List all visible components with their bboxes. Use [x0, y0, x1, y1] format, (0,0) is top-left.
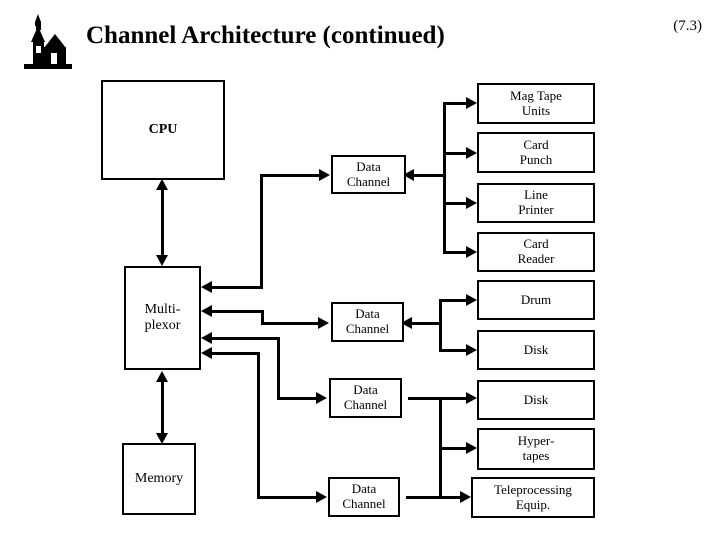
edge-dc2-mux-v — [261, 310, 264, 324]
edge-dc3-in-arrow — [316, 392, 327, 404]
node-teleprocessing-equip[interactable]: Teleprocessing Equip. — [471, 477, 595, 518]
edge-mux-memory-line — [161, 378, 164, 438]
edge-drum-h — [439, 299, 469, 302]
node-hypertapes[interactable]: Hyper- tapes — [477, 428, 595, 470]
node-card-punch-label-line1: Card — [523, 136, 549, 152]
node-line-printer-label-line2: Printer — [518, 202, 554, 217]
node-mag-tape-units-label-line1: Mag Tape — [510, 87, 562, 103]
edge-dc1-magtape-h — [443, 102, 469, 105]
edge-mux-dc1-h1 — [212, 286, 263, 289]
node-disk-1-label: Disk — [523, 341, 549, 357]
page-title: Channel Architecture (continued) — [86, 22, 445, 49]
node-disk-1[interactable]: Disk — [477, 330, 595, 370]
edge-mux-dc4-h2 — [257, 496, 317, 499]
edge-cpu-mux-line — [161, 186, 164, 260]
edge-hyper-in-arrow — [466, 442, 477, 454]
edge-punch-in-arrow — [466, 147, 477, 159]
node-hypertapes-label-line1: Hyper- — [517, 433, 555, 449]
node-disk-2[interactable]: Disk — [477, 380, 595, 420]
edge-mux-dc3-arrow — [201, 332, 212, 344]
edge-mux-dc4-arrow — [201, 347, 212, 359]
edge-mux-dc1-v — [260, 175, 263, 288]
node-card-punch-label-line2: Punch — [519, 151, 553, 167]
node-teleprocessing-equip-label-line2: Equip. — [515, 496, 551, 512]
edge-mux-dc3-h1 — [212, 337, 280, 340]
edge-dc4-bus-h — [406, 496, 442, 499]
edge-tele-in-arrow — [460, 491, 471, 503]
edge-dc2-mux-h1 — [212, 310, 264, 313]
node-card-reader-label-line1: Card — [523, 236, 549, 252]
node-data-channel-4[interactable]: Data Channel — [328, 477, 400, 517]
node-multiplexor[interactable]: Multi- plexor — [124, 266, 201, 370]
edge-cpu-mux-arrow-down — [156, 255, 168, 266]
node-drum[interactable]: Drum — [477, 280, 595, 320]
edge-disk2-in-arrow — [466, 392, 477, 404]
node-data-channel-4-label-line1: Data — [351, 481, 377, 497]
church-silhouette-icon — [14, 12, 76, 70]
edge-dc2-bus-arrow — [401, 317, 412, 329]
edge-hyper-h — [439, 447, 469, 450]
edge-mux-dc3-v — [277, 337, 280, 399]
edge-dc3-bus-h — [408, 397, 442, 400]
edge-dc2-mux-arrow — [201, 305, 212, 317]
edge-mux-dc1-h2 — [260, 174, 320, 177]
node-card-reader-label-line2: Reader — [517, 251, 555, 266]
node-teleprocessing-equip-label-line1: Teleprocessing — [494, 481, 572, 497]
edge-dc2-bus-v — [439, 299, 442, 351]
node-data-channel-4-label-line2: Channel — [342, 496, 386, 511]
slide-number: (7.3) — [673, 18, 702, 34]
node-data-channel-2-label-line2: Channel — [345, 321, 390, 336]
node-cpu-label: CPU — [148, 122, 178, 138]
node-data-channel-1-label-line1: Data — [356, 158, 381, 174]
edge-mux-dc3-h2 — [277, 397, 317, 400]
node-multiplexor-label-line1: Multi- — [144, 302, 181, 318]
edge-magtape-in-arrow — [466, 97, 477, 109]
edge-dc2-in-arrow — [318, 317, 329, 329]
node-data-channel-3-label-line2: Channel — [343, 397, 388, 412]
node-data-channel-1[interactable]: Data Channel — [331, 155, 406, 194]
edge-dc1-bus-arrow — [403, 169, 414, 181]
edge-dc1-punch-h — [443, 152, 469, 155]
node-data-channel-1-label-line2: Channel — [346, 173, 391, 189]
node-data-channel-2-label-line1: Data — [355, 306, 380, 322]
edge-cpu-mux-arrow-up — [156, 179, 168, 190]
edge-dc1-in-arrow — [319, 169, 330, 181]
node-mag-tape-units[interactable]: Mag Tape Units — [477, 83, 595, 124]
edge-disk2-h — [439, 397, 469, 400]
node-line-printer-label-line1: Line — [524, 187, 548, 203]
edge-dc1-bus-v — [443, 102, 446, 252]
edge-drum-in-arrow — [466, 294, 477, 306]
edge-disk1-h — [439, 349, 469, 352]
edge-dc1-reader-h — [443, 251, 469, 254]
node-data-channel-3[interactable]: Data Channel — [329, 378, 402, 418]
node-card-punch[interactable]: Card Punch — [477, 132, 595, 173]
node-multiplexor-label-line2: plexor — [144, 318, 181, 333]
edge-mux-memory-arrow-down — [156, 433, 168, 444]
edge-mux-memory-arrow-up — [156, 371, 168, 382]
node-memory[interactable]: Memory — [122, 443, 196, 515]
node-drum-label: Drum — [520, 291, 552, 307]
node-memory-label: Memory — [134, 471, 184, 487]
edge-reader-in-arrow — [466, 246, 477, 258]
edge-dc2-mux-h2 — [261, 322, 319, 325]
edge-printer-in-arrow — [466, 197, 477, 209]
edge-dc1-bus-h — [412, 174, 446, 177]
node-cpu[interactable]: CPU — [101, 80, 225, 180]
node-hypertapes-label-line2: tapes — [522, 448, 550, 463]
edge-tele-h — [439, 496, 464, 499]
node-data-channel-2[interactable]: Data Channel — [331, 302, 404, 342]
edge-dc1-printer-h — [443, 202, 469, 205]
node-data-channel-3-label-line1: Data — [353, 382, 378, 398]
node-mag-tape-units-label-line2: Units — [521, 102, 551, 118]
edge-dc2-bus-h — [410, 322, 442, 325]
node-line-printer[interactable]: Line Printer — [477, 183, 595, 223]
edge-mux-dc4-v — [257, 352, 260, 498]
edge-disk1-in-arrow — [466, 344, 477, 356]
edge-dc4-in-arrow — [316, 491, 327, 503]
node-card-reader[interactable]: Card Reader — [477, 232, 595, 272]
edge-mux-dc1-arrow — [201, 281, 212, 293]
edge-mux-dc4-h1 — [212, 352, 260, 355]
node-disk-2-label: Disk — [523, 391, 549, 407]
